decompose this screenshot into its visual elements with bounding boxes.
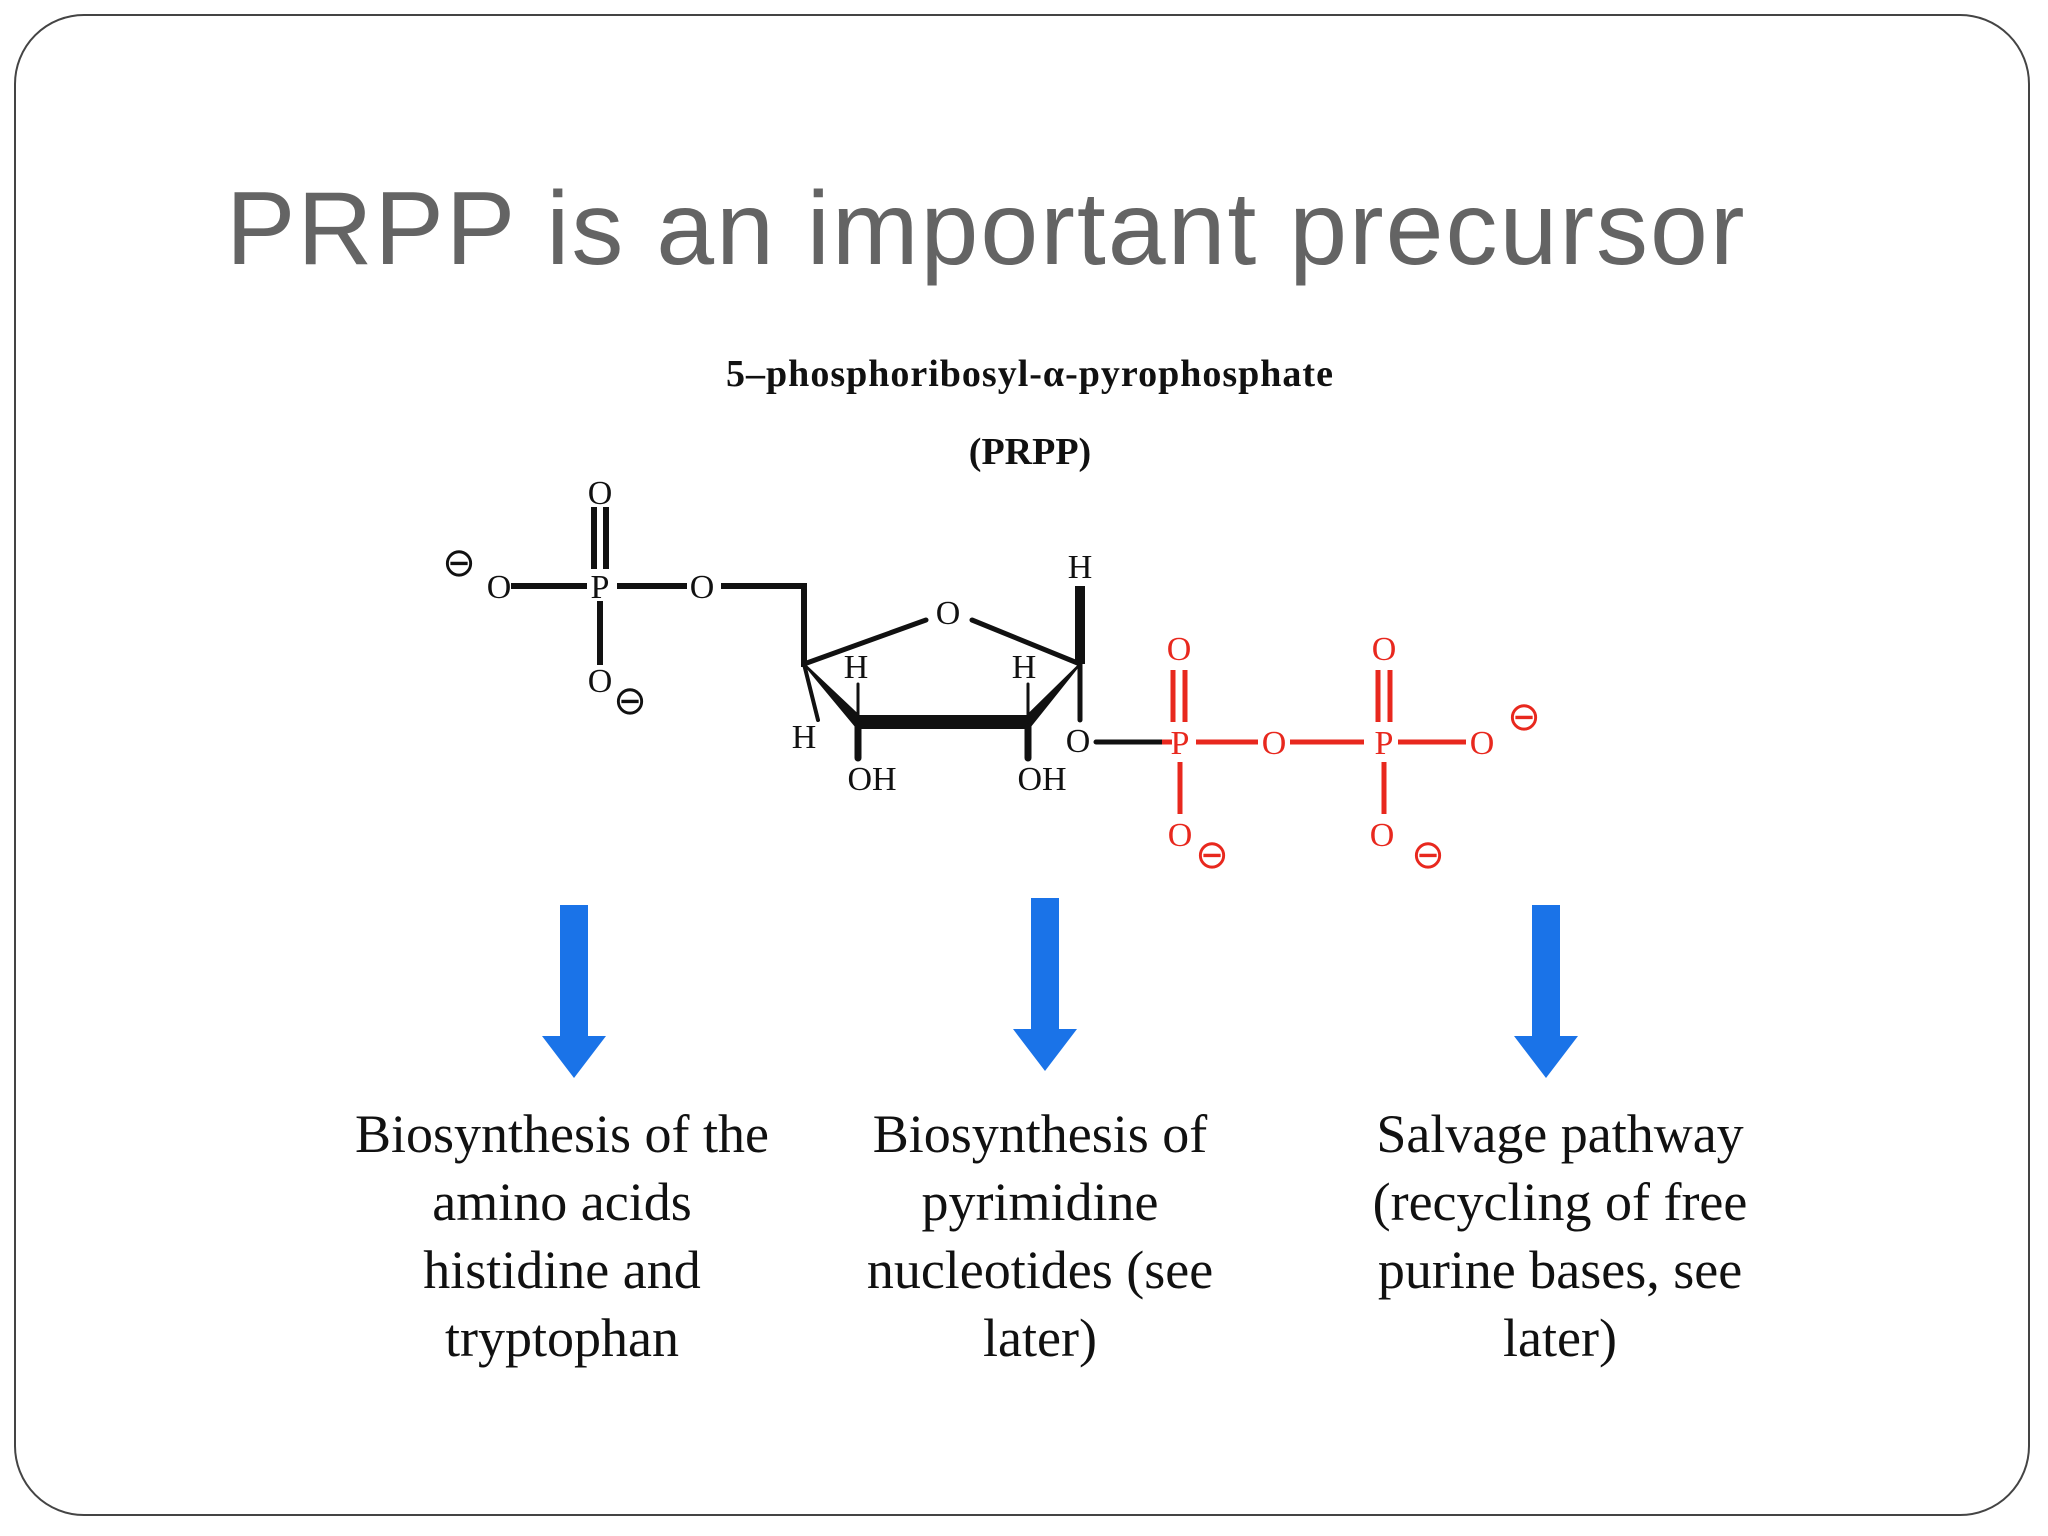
outcome-amino-acid-biosynthesis: Biosynthesis of the amino acids histidin… xyxy=(355,1104,769,1368)
outcome-pyrimidine-biosynthesis: Biosynthesis of pyrimidine nucleotides (… xyxy=(866,1104,1214,1368)
minus-charge-label: ⊖ xyxy=(1411,832,1445,877)
ribose-ring-bonds xyxy=(801,586,1165,762)
oxygen-label: O xyxy=(1370,817,1395,854)
phosphorus-label: P xyxy=(1375,725,1394,762)
oxygen-label: O xyxy=(588,663,613,700)
slide-frame xyxy=(14,14,2030,1516)
phosphorus-label: P xyxy=(1171,725,1190,762)
oxygen-label: O xyxy=(487,569,512,606)
oxygen-label: O xyxy=(1372,631,1397,668)
outcome-salvage-pathway: Salvage pathway (recycling of free purin… xyxy=(1372,1104,1748,1368)
black-atom-labels: ⊖ O P O O O ⊖ O H H H H OH OH O xyxy=(442,475,1092,798)
hydroxyl-label: OH xyxy=(1017,761,1066,798)
minus-charge-label: ⊖ xyxy=(1195,832,1229,877)
molecule-abbreviation: (PRPP) xyxy=(968,431,1092,473)
down-arrow-icon xyxy=(1514,905,1578,1078)
slide-title: PRPP is an important precursor xyxy=(226,171,1747,287)
phosphorus-label: P xyxy=(591,569,610,606)
oxygen-label: O xyxy=(1167,631,1192,668)
oxygen-label: O xyxy=(1470,725,1495,762)
molecule-name: 5–phosphoribosyl-α-pyrophosphate xyxy=(726,353,1334,395)
ring-oxygen-label: O xyxy=(936,595,961,632)
hydrogen-label: H xyxy=(1068,549,1093,586)
hydrogen-label: H xyxy=(844,649,869,686)
down-arrow-icon xyxy=(542,905,606,1078)
hydrogen-label: H xyxy=(792,719,817,756)
oxygen-label: O xyxy=(588,475,613,512)
down-arrow-icon xyxy=(1013,898,1077,1071)
oxygen-label: O xyxy=(1066,723,1091,760)
minus-charge-label: ⊖ xyxy=(1507,694,1541,739)
phosphate-bonds xyxy=(511,507,807,667)
minus-charge-label: ⊖ xyxy=(442,540,476,585)
hydroxyl-label: OH xyxy=(847,761,896,798)
oxygen-label: O xyxy=(690,569,715,606)
hydrogen-label: H xyxy=(1012,649,1037,686)
outcome-arrows xyxy=(542,898,1578,1078)
minus-charge-label: ⊖ xyxy=(613,678,647,723)
pyrophosphate-bonds xyxy=(1162,670,1466,814)
red-atom-labels: P O O P O O ⊖ O ⊖ O ⊖ xyxy=(1167,631,1541,877)
oxygen-label: O xyxy=(1168,817,1193,854)
oxygen-label: O xyxy=(1262,725,1287,762)
